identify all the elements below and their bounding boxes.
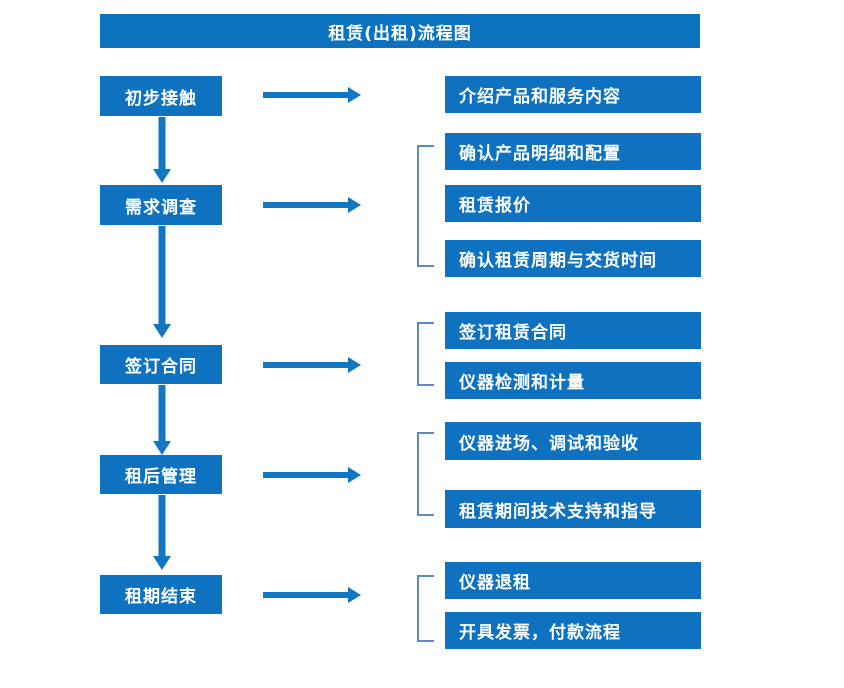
- stage-box-4[interactable]: 租后管理: [100, 455, 222, 494]
- down-arrow-icon-2: [149, 226, 175, 338]
- detail-box-2[interactable]: 确认产品明细和配置: [445, 133, 701, 170]
- detail-box-10[interactable]: 开具发票，付款流程: [445, 612, 701, 649]
- detail-box-3[interactable]: 租赁报价: [445, 185, 701, 222]
- group-bracket-icon-1: [416, 145, 434, 267]
- group-bracket-icon-4: [416, 575, 434, 642]
- detail-box-8[interactable]: 租赁期间技术支持和指导: [445, 490, 701, 528]
- down-arrow-icon-1: [149, 117, 175, 183]
- detail-box-9[interactable]: 仪器退租: [445, 562, 701, 599]
- stage-box-5[interactable]: 租期结束: [100, 575, 222, 614]
- detail-box-5[interactable]: 签订租赁合同: [445, 312, 701, 349]
- down-arrow-icon-4: [149, 495, 175, 570]
- stage-box-1[interactable]: 初步接触: [100, 76, 222, 116]
- detail-box-6[interactable]: 仪器检测和计量: [445, 362, 701, 399]
- stage-box-3[interactable]: 签订合同: [100, 345, 222, 384]
- detail-box-7[interactable]: 仪器进场、调试和验收: [445, 422, 701, 460]
- right-arrow-icon-1: [263, 84, 361, 106]
- group-bracket-icon-3: [416, 432, 434, 516]
- right-arrow-icon-3: [263, 354, 361, 376]
- right-arrow-icon-5: [263, 584, 361, 606]
- right-arrow-icon-2: [263, 194, 361, 216]
- down-arrow-icon-3: [149, 385, 175, 455]
- diagram-title: 租赁(出租)流程图: [100, 14, 700, 48]
- right-arrow-icon-4: [263, 464, 361, 486]
- group-bracket-icon-2: [416, 322, 434, 386]
- detail-box-1[interactable]: 介绍产品和服务内容: [445, 76, 701, 113]
- detail-box-4[interactable]: 确认租赁周期与交货时间: [445, 240, 701, 277]
- stage-box-2[interactable]: 需求调查: [100, 185, 222, 225]
